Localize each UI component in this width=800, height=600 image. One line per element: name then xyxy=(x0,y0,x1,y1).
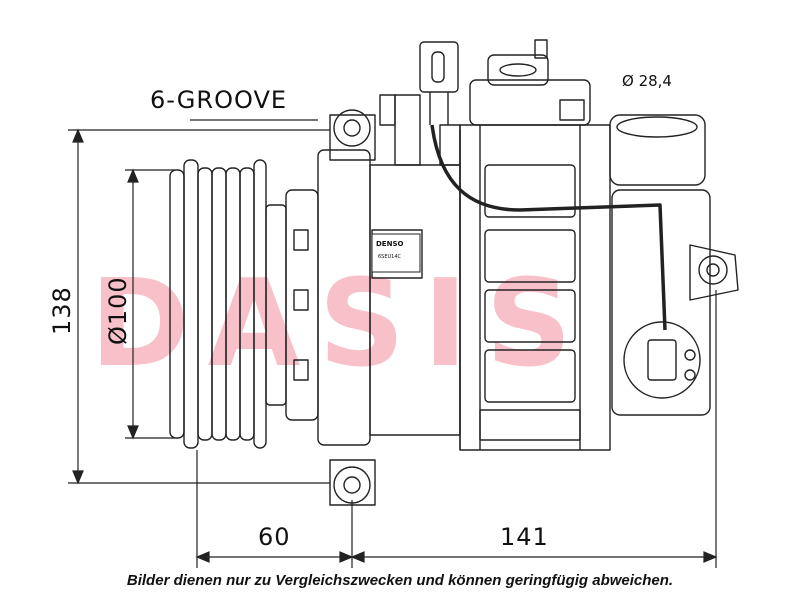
mounting-ear-top xyxy=(329,109,376,161)
watermark-text: DASIS xyxy=(90,255,590,394)
width-right-dimension: 141 xyxy=(500,523,549,551)
pulley-diameter-dimension: Ø100 xyxy=(104,276,132,345)
electrical-connector xyxy=(419,41,667,331)
nameplate-brand: DENSO xyxy=(376,240,403,248)
service-port xyxy=(609,114,711,416)
width-left-dimension: 60 xyxy=(258,523,291,551)
pulley-groove-label: 6-GROOVE xyxy=(150,86,287,114)
disclaimer-text: Bilder dienen nur zu Vergleichszwecken u… xyxy=(126,572,674,589)
height-dimension: 138 xyxy=(48,286,76,335)
nameplate-code: 6SEU14C xyxy=(378,254,402,260)
mounting-ear-bottom xyxy=(329,459,376,506)
watermark: DASIS xyxy=(90,255,590,394)
port-diameter-dimension: Ø 28,4 xyxy=(622,72,672,90)
nameplate: DENSO 6SEU14C xyxy=(371,233,421,273)
mounting-ear-right xyxy=(689,244,739,301)
compressor-body xyxy=(317,39,611,451)
